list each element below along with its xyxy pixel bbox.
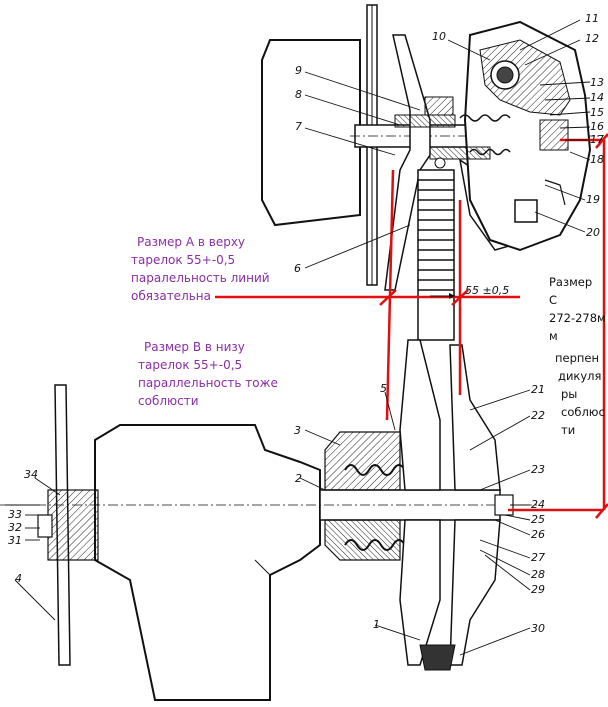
part-number-25: 25 <box>531 513 545 526</box>
part-number-26: 26 <box>531 528 545 541</box>
engine-housing-top <box>261 39 361 227</box>
note-right-line-9: ти <box>561 423 575 437</box>
note-top-line-2: тарелок 55+-0,5 <box>131 253 235 267</box>
part-number-29: 29 <box>531 583 545 596</box>
part-number-16: 16 <box>590 120 604 133</box>
part-number-23: 23 <box>531 463 545 476</box>
part-number-5: 5 <box>380 382 387 395</box>
part-number-7: 7 <box>295 120 302 133</box>
note-bottom-line-1: Размер В в низу <box>144 340 245 354</box>
part-number-11: 11 <box>585 12 599 25</box>
pulley-disc-bottom-left <box>399 339 441 666</box>
centrifugal-cover <box>463 20 592 252</box>
part-number-19: 19 <box>586 193 600 206</box>
note-right-line-2: С <box>549 293 557 307</box>
note-top-line-4: обязательна <box>131 289 211 303</box>
part-number-24: 24 <box>531 498 545 511</box>
part-number-20: 20 <box>586 226 600 239</box>
fan-disc-bottom <box>37 384 99 666</box>
spring-housing-bottom <box>324 431 418 561</box>
part-number-9: 9 <box>295 64 302 77</box>
part-number-4: 4 <box>15 572 22 585</box>
part-number-10: 10 <box>432 30 446 43</box>
part-number-13: 13 <box>590 76 604 89</box>
drive-belt <box>417 169 455 341</box>
note-top-line-3: паралельность линий <box>131 271 270 285</box>
note-right-line-3: 272-278м <box>549 311 606 325</box>
pulley-disc-bottom-right <box>449 344 501 666</box>
note-size-a: Размер А в верху тарелок 55+-0,5 паралел… <box>131 235 270 303</box>
part-number-30: 30 <box>531 622 545 635</box>
note-right-line-4: м <box>549 329 558 343</box>
note-top-line-1: Размер А в верху <box>137 235 245 249</box>
part-number-15: 15 <box>590 106 604 119</box>
part-number-17: 17 <box>590 133 604 146</box>
part-number-2: 2 <box>295 472 302 485</box>
note-right-line-6: дикуля <box>558 369 601 383</box>
hub-assembly-top <box>394 96 569 169</box>
leader-lines <box>14 19 591 656</box>
part-numbers: 1 2 3 4 5 6 7 8 9 10 11 12 13 14 15 16 1… <box>8 12 604 635</box>
dimension-55: 55 ±0,5 <box>430 284 509 299</box>
note-right-line-8: соблюс <box>561 405 605 419</box>
part-number-8: 8 <box>295 88 302 101</box>
driven-shaft-bottom <box>0 489 540 521</box>
note-bottom-line-4: соблюсти <box>138 394 199 408</box>
part-number-3: 3 <box>294 424 301 437</box>
note-size-c: Размер С 272-278м м перпен дикуля ры соб… <box>549 275 606 437</box>
note-right-line-7: ры <box>561 387 577 401</box>
note-size-b: Размер В в низу тарелок 55+-0,5 параллел… <box>138 340 278 408</box>
part-number-14: 14 <box>590 91 604 104</box>
part-number-18: 18 <box>590 153 604 166</box>
part-number-21: 21 <box>531 383 545 396</box>
part-number-12: 12 <box>585 32 599 45</box>
part-number-32: 32 <box>8 521 22 534</box>
part-number-31: 31 <box>8 534 22 547</box>
part-number-1: 1 <box>373 618 380 631</box>
note-bottom-line-2: тарелок 55+-0,5 <box>138 358 242 372</box>
part-number-28: 28 <box>531 568 545 581</box>
red-annotation-lines <box>215 133 608 519</box>
note-right-line-5: перпен <box>555 351 599 365</box>
part-number-33: 33 <box>8 508 22 521</box>
note-bottom-line-3: параллельность тоже <box>138 376 278 390</box>
dimension-label: 55 ±0,5 <box>465 284 509 297</box>
part-number-6: 6 <box>294 262 301 275</box>
belt-bottom-section <box>419 644 456 671</box>
part-number-22: 22 <box>531 409 545 422</box>
gearbox-housing-bottom <box>94 424 321 701</box>
note-right-line-1: Размер <box>549 275 592 289</box>
part-number-27: 27 <box>531 551 545 564</box>
part-number-34: 34 <box>24 468 38 481</box>
